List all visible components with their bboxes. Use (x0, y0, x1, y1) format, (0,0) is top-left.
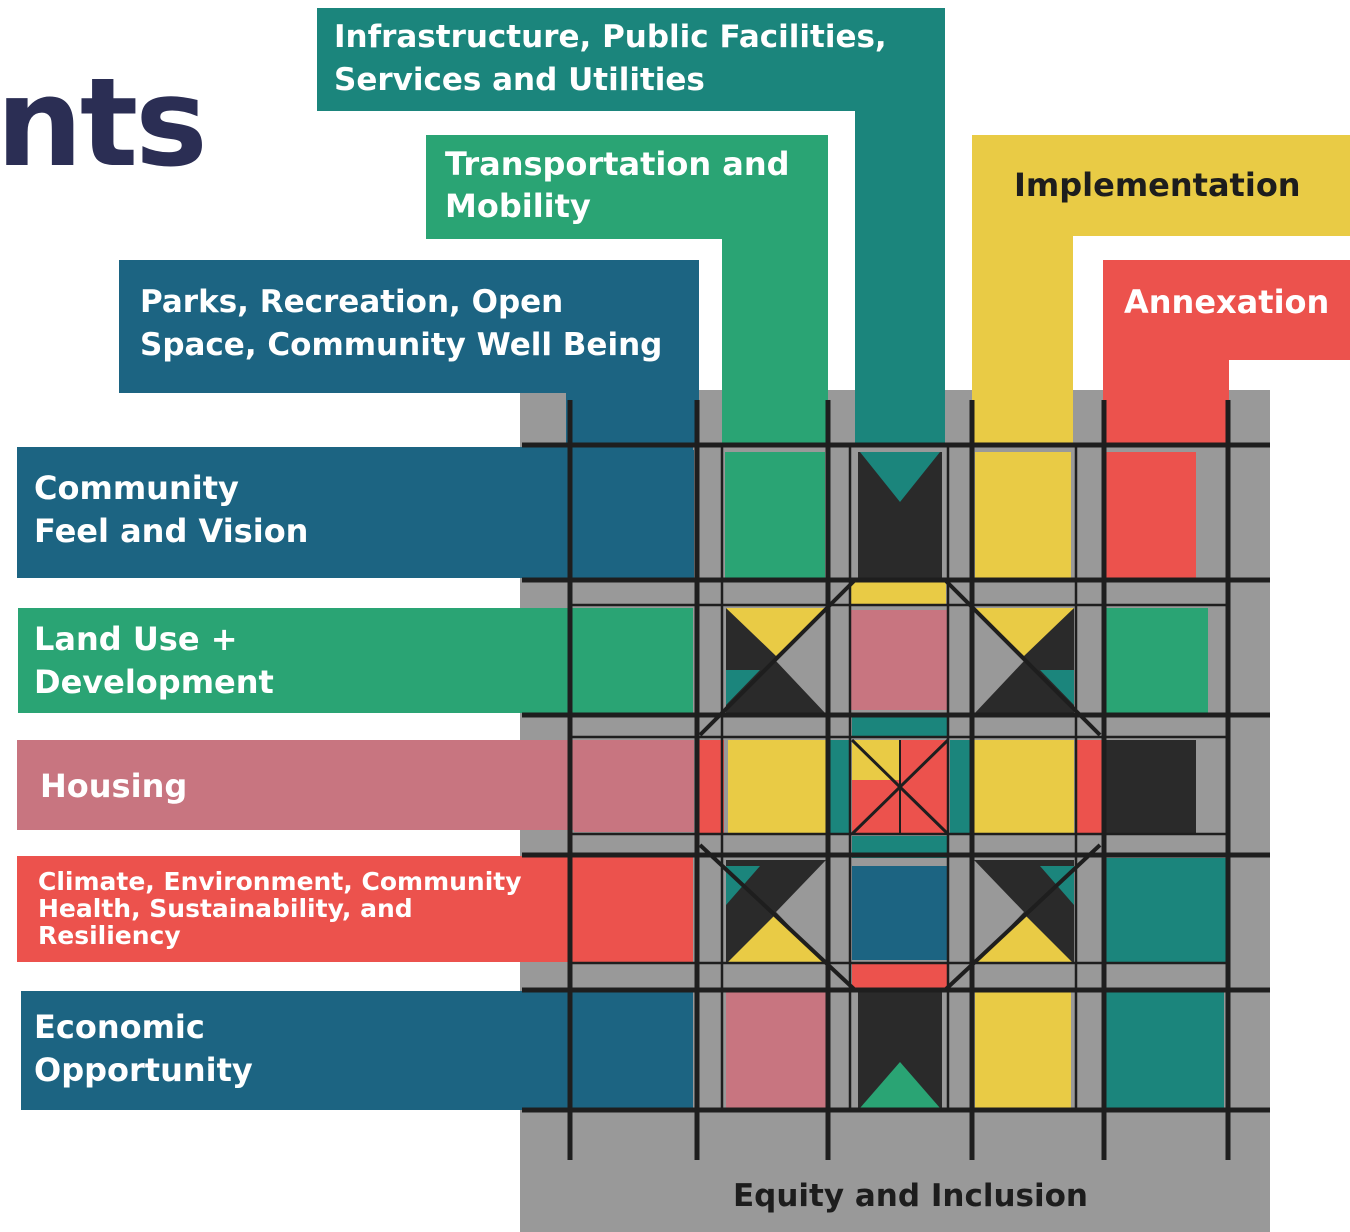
annexation-stem (1103, 260, 1229, 446)
equity-inclusion-label: Equity and Inclusion (733, 1178, 1088, 1214)
annexation-label: Annexation (1124, 283, 1330, 321)
transportation-stem (722, 135, 828, 447)
quilt-sashing (570, 445, 1228, 1110)
economic-label: Economic Opportunity (34, 1008, 253, 1089)
transportation-label: Transportation and Mobility (445, 145, 790, 225)
parks-stem (566, 260, 699, 446)
page-heading-fragment: nts (0, 52, 208, 194)
climate-label: Climate, Environment, Community Health, … (38, 867, 522, 950)
infrastructure-stem (855, 8, 945, 446)
implementation-label: Implementation (1014, 166, 1301, 204)
quilt-cells (574, 450, 1226, 1110)
infrastructure-label: Infrastructure, Public Facilities, Servi… (334, 19, 887, 98)
land-use-label: Land Use + Development (34, 620, 274, 701)
implementation-stem (972, 135, 1073, 447)
quilt-grid (522, 400, 1270, 1160)
housing-label: Housing (40, 767, 188, 805)
infrastructure-bar (317, 8, 945, 111)
parks-label: Parks, Recreation, Open Space, Community… (140, 284, 663, 363)
community-feel-label: Community Feel and Vision (34, 469, 309, 550)
